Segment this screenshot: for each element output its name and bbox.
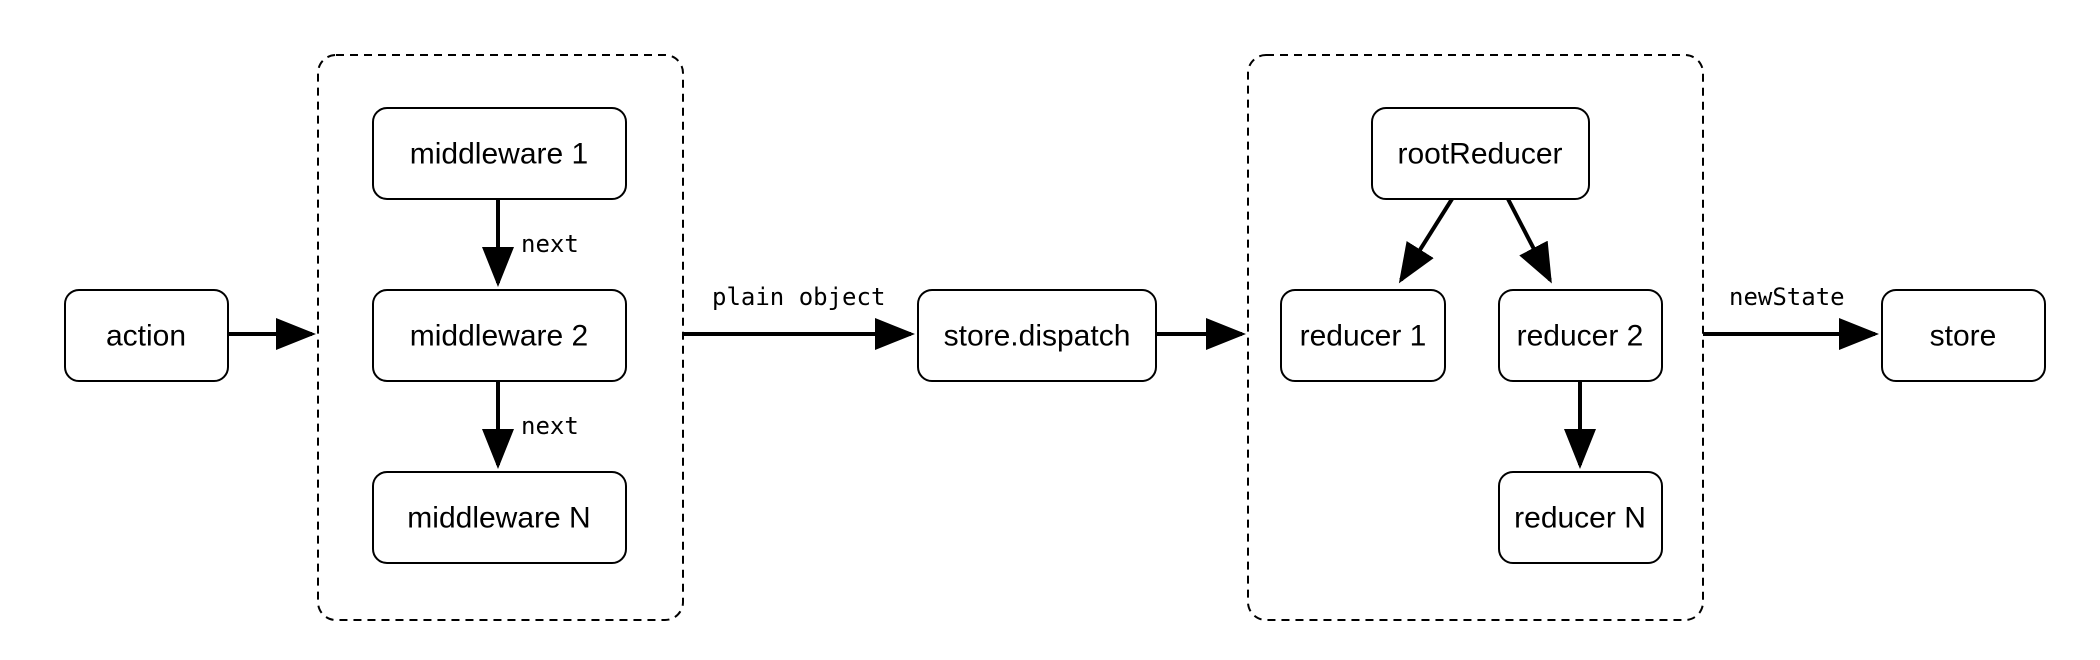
node-reducer-1-label: reducer 1	[1300, 320, 1427, 353]
edge-label-next-1: next	[521, 230, 579, 258]
node-reducer-n: reducer N	[1498, 471, 1663, 564]
node-root-reducer: rootReducer	[1371, 107, 1590, 200]
node-store-dispatch-label: store.dispatch	[944, 320, 1131, 353]
node-reducer-2: reducer 2	[1498, 289, 1663, 382]
node-action-label: action	[106, 320, 186, 353]
node-reducer-2-label: reducer 2	[1517, 320, 1644, 353]
node-action: action	[64, 289, 229, 382]
middleware-group	[317, 54, 684, 621]
node-store: store	[1881, 289, 2046, 382]
edge-root-to-reducer2	[1506, 198, 1552, 284]
node-reducer-1: reducer 1	[1280, 289, 1446, 382]
node-middleware-n-label: middleware N	[407, 502, 590, 535]
edge-root-to-reducer1	[1398, 197, 1454, 284]
edge-label-new-state: newState	[1729, 283, 1845, 311]
node-reducer-n-label: reducer N	[1514, 502, 1646, 535]
node-root-reducer-label: rootReducer	[1397, 138, 1562, 171]
node-store-label: store	[1930, 320, 1997, 353]
reducer-group	[1247, 54, 1704, 621]
node-middleware-2: middleware 2	[372, 289, 627, 382]
edge-label-plain-object: plain object	[712, 283, 885, 311]
node-middleware-1: middleware 1	[372, 107, 627, 200]
node-middleware-2-label: middleware 2	[410, 320, 588, 353]
node-middleware-n: middleware N	[372, 471, 627, 564]
edge-label-next-2: next	[521, 412, 579, 440]
node-middleware-1-label: middleware 1	[410, 138, 588, 171]
node-store-dispatch: store.dispatch	[917, 289, 1157, 382]
